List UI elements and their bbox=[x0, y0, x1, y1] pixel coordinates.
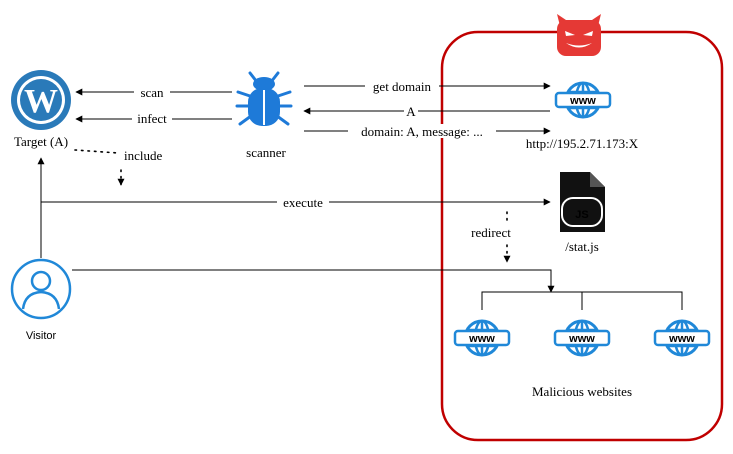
message-label: domain: A, message: ... bbox=[361, 124, 483, 139]
wordpress-icon: W bbox=[11, 70, 71, 130]
script-label: /stat.js bbox=[565, 239, 599, 254]
redirect-label: redirect bbox=[471, 225, 511, 240]
execute-label: execute bbox=[283, 195, 323, 210]
visitor-icon bbox=[10, 258, 72, 320]
visitor-to-malicious-arrow bbox=[72, 269, 555, 293]
devil-icon bbox=[557, 14, 601, 56]
malicious-www-label: www bbox=[468, 333, 495, 345]
target-label: Target (A) bbox=[14, 134, 68, 149]
infect-label: infect bbox=[137, 111, 167, 126]
connections bbox=[37, 82, 683, 310]
malicious-www-label: www bbox=[668, 333, 695, 345]
scanner-label: scanner bbox=[246, 145, 286, 160]
get-domain-label: get domain bbox=[373, 79, 432, 94]
malicious-label: Malicious websites bbox=[532, 384, 632, 399]
js-file-icon bbox=[560, 172, 605, 232]
js-badge-label: JS bbox=[575, 209, 588, 221]
include-dots-horizontal bbox=[74, 149, 119, 154]
server-www-label: www bbox=[569, 95, 596, 107]
malicious-www-label: www bbox=[568, 333, 595, 345]
scan-label: scan bbox=[140, 85, 164, 100]
visitor-label: Visitor bbox=[26, 330, 57, 342]
include-label: include bbox=[124, 148, 162, 163]
server-label: http://195.2.71.173:X bbox=[526, 136, 639, 151]
reply-label: A bbox=[406, 104, 416, 119]
bug-icon bbox=[235, 71, 293, 126]
svg-text:W: W bbox=[24, 83, 58, 120]
